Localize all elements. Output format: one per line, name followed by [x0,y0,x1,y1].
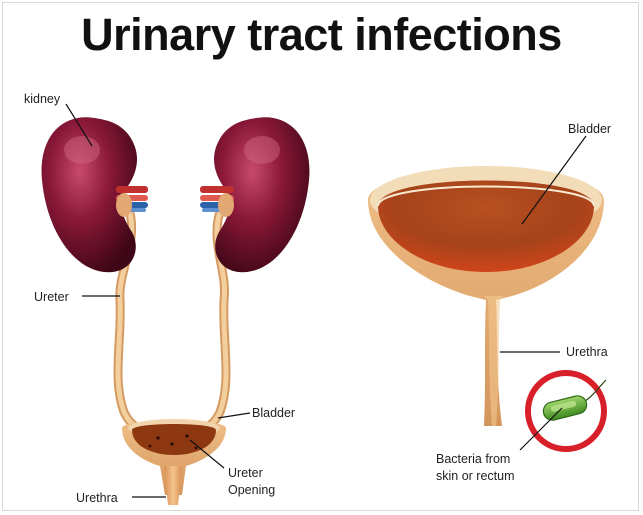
ureter-label: Ureter [34,290,69,305]
bacteria-label-line1: Bacteria from [436,452,510,467]
small-bladder-label: Bladder [252,406,295,421]
bacteria-icon [528,373,606,449]
left-kidney-icon [42,117,148,272]
bacteria-label-line2: skin or rectum [436,469,515,484]
ureter-opening-label-line2: Opening [228,483,275,498]
large-urethra-label: Urethra [566,345,608,360]
right-kidney-icon [200,117,309,272]
small-urethra-label: Urethra [76,491,118,506]
ureter-opening-label-line1: Ureter [228,466,263,481]
small-bladder-icon [122,419,226,505]
kidney-label: kidney [24,92,60,107]
large-bladder-label: Bladder [568,122,611,137]
